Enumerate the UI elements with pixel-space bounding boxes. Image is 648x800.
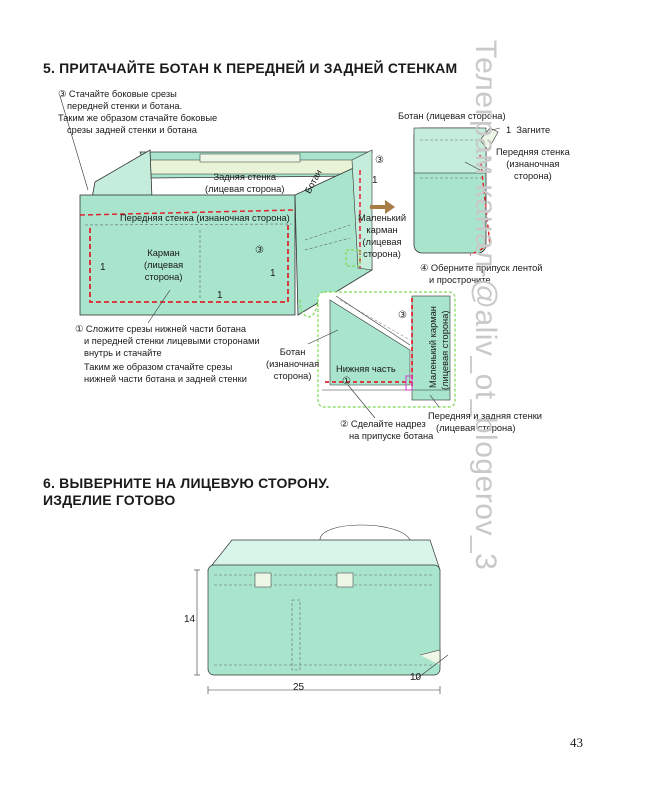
step5-heading: 5. ПРИТАЧАЙТЕ БОТАН К ПЕРЕДНЕЙ И ЗАДНЕЙ … xyxy=(43,60,458,76)
note-step3: ③ Стачайте боковые срезы передней стенки… xyxy=(58,89,218,135)
detail-side-panel-label: Ботан (изнаночная сторона) xyxy=(266,347,320,381)
marker-circle-3: ③ xyxy=(398,310,407,321)
marker-1-left: 1 xyxy=(100,262,106,273)
walls-label: Передняя и задняя стенки (лицевая сторон… xyxy=(428,411,542,433)
marker-circle-1: ① xyxy=(342,376,351,387)
main-box-diagram xyxy=(79,149,373,318)
watermark: Телеграм канал-@aliv_ot_blogerov_3 xyxy=(469,40,502,571)
front-wall-label: Передняя стенка (изнаночная сторона) xyxy=(120,213,290,223)
marker-3-main: ③ xyxy=(255,245,264,256)
pocket-label: Карман (лицевая сторона) xyxy=(144,248,184,282)
fold-label: 1 Загните xyxy=(506,125,551,135)
side-front-wall-label: Передняя стенка (изнаночная сторона) xyxy=(496,147,570,181)
step6-heading-line2: ИЗДЕЛИЕ ГОТОВО xyxy=(43,492,176,508)
dimension-height: 14 xyxy=(184,614,196,625)
finished-box-illustration xyxy=(194,524,449,694)
small-pocket-label: Маленький карман (лицевая сторона) xyxy=(358,213,407,259)
note-step1: ① Сложите срезы нижней части ботана и пе… xyxy=(75,324,260,384)
note-step4: ④ Оберните припуск лентой и прострочите xyxy=(420,263,543,285)
note-step2: ② Сделайте надрез на припуске ботана xyxy=(340,419,434,441)
detail-diagram xyxy=(317,291,456,408)
marker-1-right: 1 xyxy=(270,268,276,279)
marker-3-side: ③ xyxy=(375,155,384,166)
marker-1-bottom: 1 xyxy=(217,290,223,301)
bottom-label: Нижняя часть xyxy=(336,364,396,374)
step6-heading-line1: 6. ВЫВЕРНИТЕ НА ЛИЦЕВУЮ СТОРОНУ. xyxy=(43,475,330,491)
side-panel-diagram xyxy=(413,127,499,256)
marker-1-side: 1 xyxy=(372,175,378,186)
dimension-depth: 10 xyxy=(410,672,422,683)
side-panel-face-label: Ботан (лицевая сторона) xyxy=(398,111,506,121)
detail-small-pocket-label: Маленький карман xyxy=(428,306,438,388)
detail-small-pocket-label2: (лицевая сторона) xyxy=(440,310,450,390)
page-number: 43 xyxy=(570,735,583,750)
dimension-width: 25 xyxy=(293,682,305,693)
back-wall-label: Задняя стенка (лицевая сторона) xyxy=(205,172,285,194)
